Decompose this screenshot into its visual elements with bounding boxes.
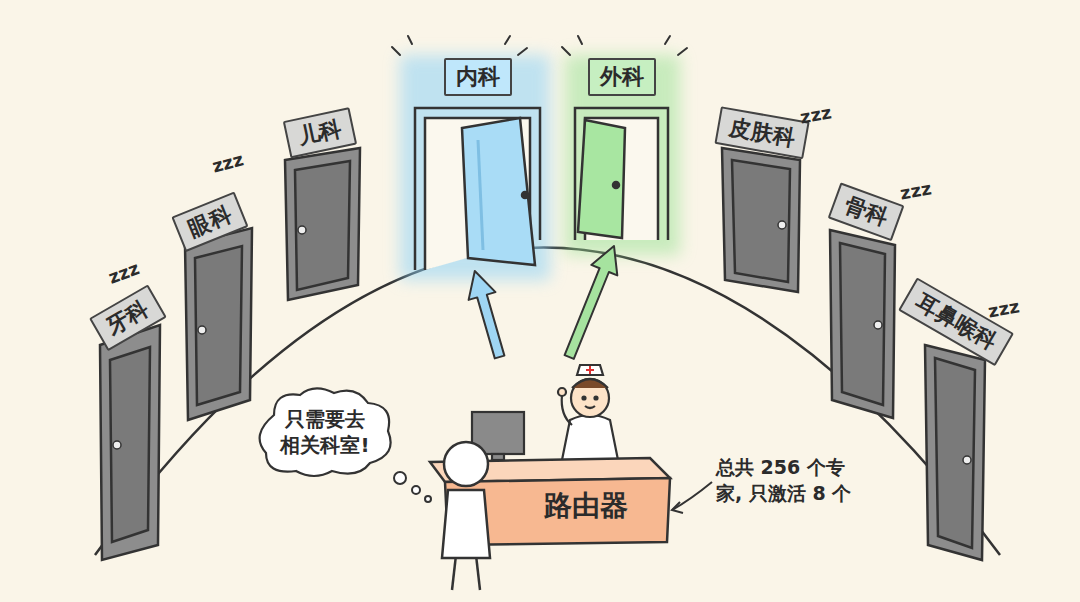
open-door-green xyxy=(575,108,668,240)
department-sign: 外科 xyxy=(588,58,656,96)
annotation: 总共 256 个专家, 只激活 8 个 xyxy=(716,455,866,506)
sleep-mark: zzz xyxy=(986,295,1021,321)
active-expert: 内科 xyxy=(410,58,545,273)
cloud-outline xyxy=(252,385,398,479)
arrow-shape xyxy=(469,271,505,358)
glow xyxy=(565,55,680,255)
router-label: 路由器 xyxy=(508,489,663,523)
open-door-blue xyxy=(415,108,540,270)
routing-arrow xyxy=(565,246,618,359)
leader-arrow xyxy=(672,482,712,510)
sleep-mark: zzz xyxy=(105,257,142,287)
sleep-mark: zzz xyxy=(210,148,246,176)
glow-rays xyxy=(392,36,687,55)
thought-bubble: 只需要去 相关科室! xyxy=(252,385,398,479)
leader-head xyxy=(672,502,683,513)
nurse xyxy=(558,365,618,460)
arrow-shape xyxy=(565,246,618,359)
door-knobs xyxy=(113,221,971,464)
thought-text: 只需要去 相关科室! xyxy=(275,406,375,458)
router-desk: 路由器 xyxy=(430,355,670,545)
sleep-mark: zzz xyxy=(798,101,833,127)
sleep-mark: zzz xyxy=(898,177,933,203)
cloud-path xyxy=(260,388,391,476)
closed-doors xyxy=(100,148,985,560)
routing-arrow xyxy=(469,271,505,358)
department-sign: 内科 xyxy=(444,58,512,96)
patient xyxy=(442,442,490,590)
thought-dots xyxy=(394,472,431,502)
active-expert: 外科 xyxy=(572,58,672,248)
glow xyxy=(400,55,550,280)
